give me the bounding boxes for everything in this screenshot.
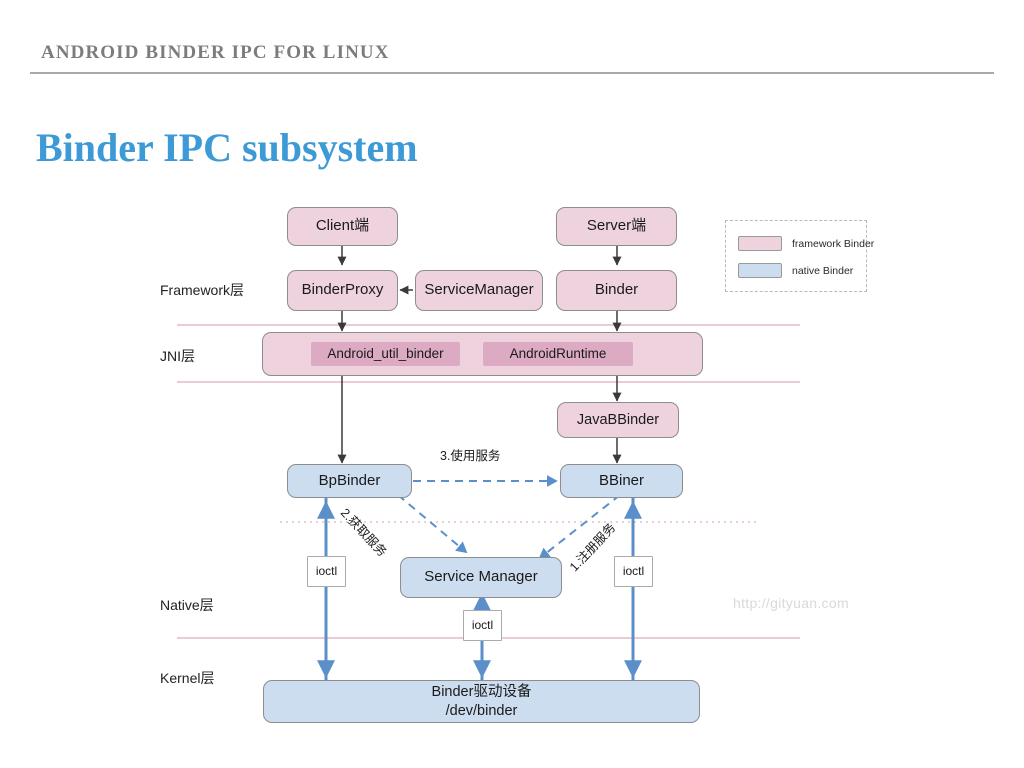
node-server[interactable]: Server端 <box>556 207 677 246</box>
node-bp-binder[interactable]: BpBinder <box>287 464 412 498</box>
node-service-manager-native[interactable]: Service Manager <box>400 557 562 598</box>
node-java-bbinder[interactable]: JavaBBinder <box>557 402 679 438</box>
node-android-util-binder[interactable]: Android_util_binder <box>311 342 460 366</box>
legend-item-native: native Binder <box>738 263 853 278</box>
node-binder[interactable]: Binder <box>556 270 677 311</box>
header-divider <box>30 72 994 74</box>
node-binder-proxy[interactable]: BinderProxy <box>287 270 398 311</box>
ioctl-box-center: ioctl <box>463 610 502 641</box>
layer-label-kernel: Kernel层 <box>160 670 215 686</box>
edge-bpbinder-to-servicemanager <box>397 494 468 554</box>
node-android-runtime[interactable]: AndroidRuntime <box>483 342 633 366</box>
watermark: http://gityuan.com <box>733 595 849 611</box>
legend-swatch-native <box>738 263 782 278</box>
legend-swatch-framework <box>738 236 782 251</box>
node-service-manager-framework[interactable]: ServiceManager <box>415 270 543 311</box>
node-bbiner[interactable]: BBiner <box>560 464 683 498</box>
legend: framework Binder native Binder <box>725 220 874 292</box>
layer-label-native: Native层 <box>160 597 214 613</box>
edge-bbiner-to-servicemanager <box>538 494 621 560</box>
layer-label-framework: Framework层 <box>160 282 245 298</box>
node-binder-driver[interactable]: Binder驱动设备 /dev/binder <box>263 680 700 723</box>
edge-label-use-service: 3.使用服务 <box>440 449 501 463</box>
diagram-connectors <box>177 246 800 688</box>
binder-driver-line1: Binder驱动设备 <box>431 684 532 701</box>
slide-header: ANDROID BINDER IPC FOR LINUX <box>0 0 1024 76</box>
legend-item-framework: framework Binder <box>738 236 874 251</box>
binder-driver-line2: /dev/binder <box>445 702 518 719</box>
page-title: Binder IPC subsystem <box>36 125 418 170</box>
legend-label-framework: framework Binder <box>792 237 875 250</box>
node-client[interactable]: Client端 <box>287 207 398 246</box>
ioctl-box-right: ioctl <box>614 556 653 587</box>
layer-label-jni: JNI层 <box>160 348 195 364</box>
legend-label-native: native Binder <box>792 264 854 277</box>
slide-eyebrow-title: ANDROID BINDER IPC FOR LINUX <box>41 42 390 63</box>
ioctl-box-left: ioctl <box>307 556 346 587</box>
binder-ipc-diagram: Framework层 JNI层 Native层 Kernel层 Client端 … <box>0 190 1024 750</box>
